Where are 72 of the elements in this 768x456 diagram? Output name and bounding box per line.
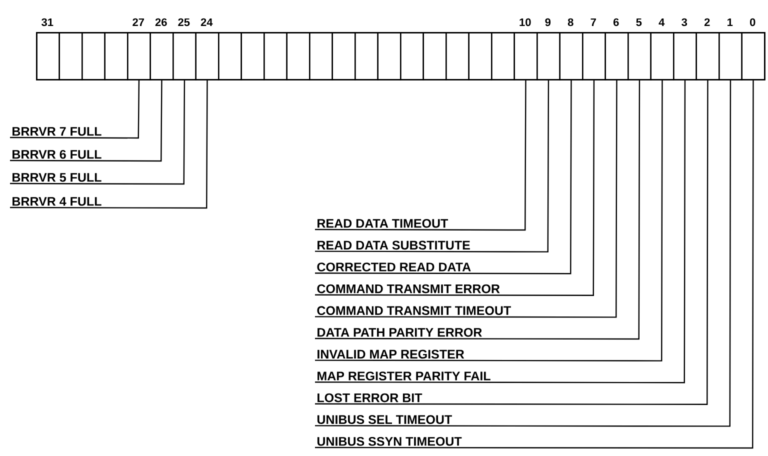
bit-cell [195,32,220,80]
field-label: UNIBUS SSYN TIMEOUT [317,436,462,446]
bit-cell [628,32,652,80]
bit-number: 7 [590,18,596,26]
bit-number: 27 [132,18,144,26]
bit-cell [650,32,674,80]
bit-number: 24 [200,18,213,26]
bit-cell [536,32,560,80]
bit-cell [377,32,402,80]
bit-number: 10 [520,18,531,26]
bit-cell [673,32,697,80]
field-label: READ DATA SUBSTITUTE [318,240,470,250]
bit-cell [172,32,196,80]
leader-line [10,80,140,139]
bit-cell [718,32,742,80]
field-label: READ DATA TIMEOUT [318,218,448,228]
field-label: BRRVR 4 FULL [12,197,102,206]
bit-number: 4 [658,18,665,26]
bit-cell [514,32,538,80]
bit-cell [309,32,333,80]
leader-line [315,80,550,252]
bit-cell [741,32,766,80]
field-label: BRRVR 7 FULL [12,127,102,136]
field-label: INVALID MAP REGISTER [318,350,464,359]
bit-number: 6 [613,18,619,26]
bit-cell [36,32,60,80]
bit-cell [286,32,310,80]
bit-cell [58,32,83,80]
field-label: DATA PATH PARITY ERROR [318,328,482,337]
field-label: UNIBUS SEL TIMEOUT [317,415,452,424]
bit-cell [332,32,356,80]
bit-number: 9 [545,18,551,26]
bit-cell [354,32,378,80]
bit-number: 0 [750,18,756,26]
field-label: MAP REGISTER PARITY FAIL [318,372,490,380]
bit-cell [491,32,515,80]
field-label: CORRECTED READ DATA [317,262,471,272]
leader-line [315,80,595,296]
bit-cell [264,32,288,80]
bit-cell [604,32,629,80]
field-label: COMMAND TRANSMIT TIMEOUT [317,306,511,315]
bit-number: 2 [704,18,710,26]
leader-line [315,80,572,274]
leader-line [10,80,162,162]
leader-line [10,80,208,209]
field-label: COMMAND TRANSMIT ERROR [317,284,500,294]
bit-number: 8 [568,18,574,26]
field-label: BRRVR 5 FULL [12,173,102,182]
bit-cell [559,32,584,80]
leader-line [315,80,526,231]
bit-cell [422,32,447,80]
bit-cell [218,32,242,80]
bit-number: 25 [178,18,190,26]
bit-cell [400,32,424,80]
bit-number: 3 [682,18,688,26]
bit-number: 26 [155,18,167,26]
leader-line [10,80,186,185]
bit-cell [468,32,492,80]
bit-cell [446,32,470,80]
register-box [36,32,766,80]
bit-number: 1 [728,18,733,26]
bit-number: 31 [42,18,54,26]
bit-cell [82,32,106,80]
bit-cell [150,32,174,80]
bit-cell [127,32,151,80]
bit-cell [696,32,720,80]
field-label: LOST ERROR BIT [318,393,422,402]
field-label: BRRVR 6 FULL [12,150,102,159]
bit-number: 5 [636,18,642,26]
bit-cell [582,32,606,80]
bit-cell [240,32,265,80]
bit-cell [104,32,128,80]
